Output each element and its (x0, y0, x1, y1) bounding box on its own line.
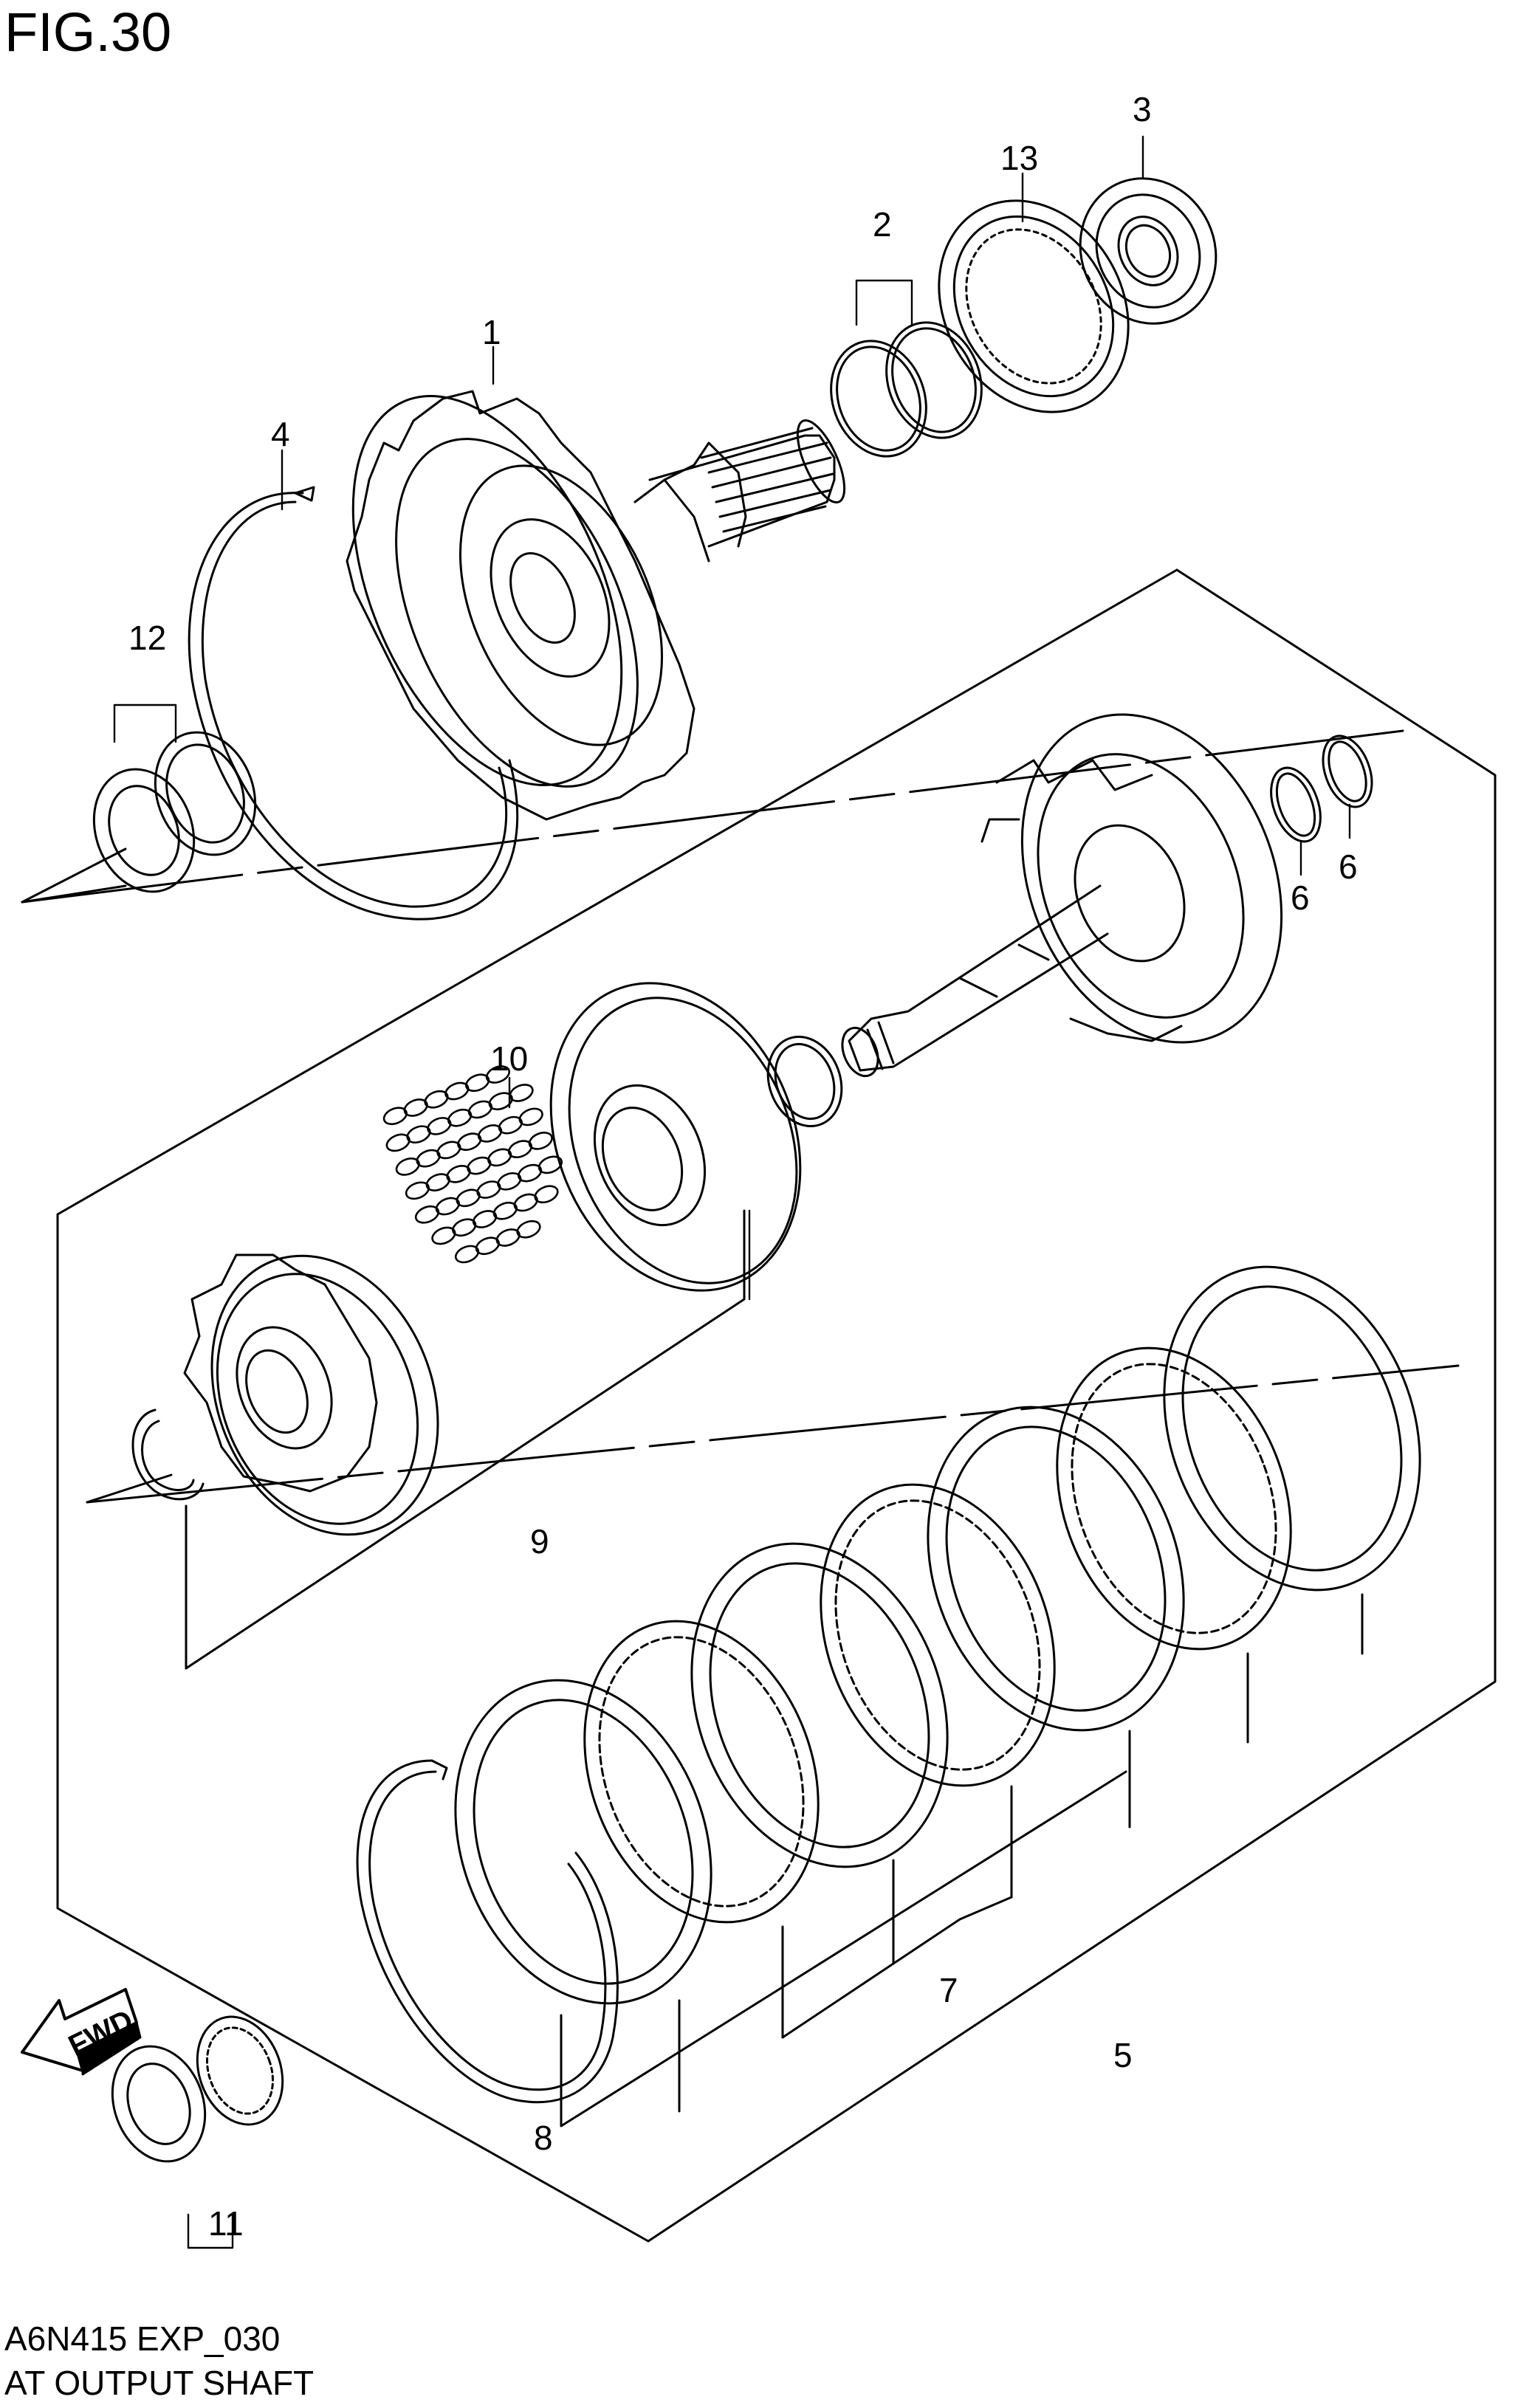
callout-11: 11 (208, 2204, 244, 2243)
steel-plate (454, 1679, 712, 2005)
diagram-code: A6N415 EXP_030 (4, 2319, 281, 2358)
part-8-snap-ring (356, 1759, 619, 2104)
part-1-output-drum (346, 390, 846, 821)
callout-2: 2 (873, 205, 892, 244)
steel-plate (1163, 1265, 1421, 1592)
steel-plate (927, 1406, 1185, 1732)
callout-1: 1 (482, 313, 501, 351)
part-11-thrust-set (111, 2015, 284, 2163)
friction-plate (820, 1483, 1056, 1787)
circlip-left (131, 1408, 205, 1501)
callout-9: 9 (530, 1522, 549, 1561)
figure-title: FIG.30 (4, 1, 172, 63)
callout-5: 5 (1113, 2036, 1133, 2074)
assembly-box (21, 568, 1497, 2243)
callout-10: 10 (490, 1039, 528, 1078)
friction-plate (1056, 1346, 1292, 1651)
diagram-name: AT OUTPUT SHAFT (4, 2364, 315, 2402)
callout-4: 4 (271, 415, 290, 453)
steel-plate (690, 1542, 949, 1868)
clutch-plate-stack (454, 1265, 1421, 2127)
callout-8: 8 (534, 2119, 553, 2157)
clutch-hub-shaft (841, 713, 1283, 1078)
callout-6: 6 (1291, 878, 1310, 917)
callout-leaders (113, 135, 1351, 2249)
callout-6: 6 (1339, 847, 1358, 886)
callout-3: 3 (1133, 90, 1152, 128)
part-4-snap-ring (188, 486, 519, 921)
fwd-direction-arrow: FWD (21, 1988, 142, 2076)
small-o-ring (766, 1035, 843, 1128)
friction-plate (583, 1620, 820, 1924)
callout-numbers: 1 2 3 4 5 6 6 7 8 9 10 11 12 13 (128, 90, 1358, 2243)
part-13-needle-bearing (938, 199, 1130, 413)
part-6-clips (1270, 735, 1373, 843)
callout-7: 7 (939, 1971, 958, 2009)
piston-dish (549, 982, 802, 1292)
callout-12: 12 (128, 619, 166, 657)
part-12-thrust-washers (92, 731, 257, 893)
callout-13: 13 (1000, 139, 1038, 177)
part-3-ball-bearing (1079, 177, 1218, 325)
part-10-return-springs (382, 1065, 563, 1264)
part-9-cylinder-hub (183, 1253, 439, 1536)
part-2-seal-rings (830, 321, 983, 458)
